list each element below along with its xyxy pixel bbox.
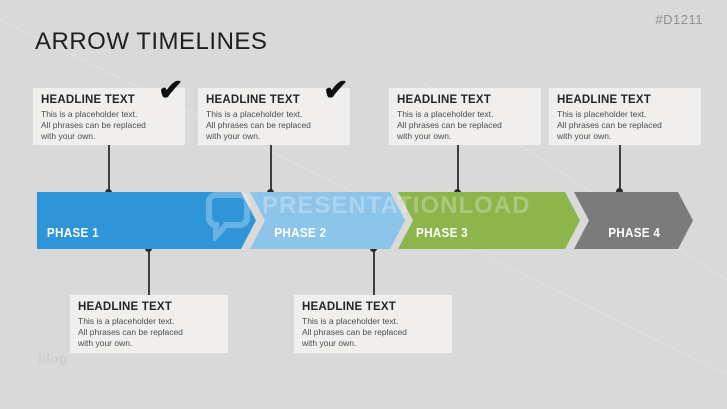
callout-headline: HEADLINE TEXT [302, 301, 396, 313]
callout-top-1[interactable]: ✔ HEADLINE TEXT This is a placeholder te… [33, 74, 185, 145]
phase-label: PHASE 1 [46, 225, 99, 240]
callout-headline: HEADLINE TEXT [78, 301, 172, 313]
check-icon[interactable]: ✔ [322, 73, 349, 108]
callout-headline: HEADLINE TEXT [557, 94, 651, 106]
connector-line [619, 145, 621, 192]
slide-title[interactable]: ARROW TIMELINES [35, 28, 268, 55]
callout-bottom-1[interactable]: HEADLINE TEXT This is a placeholder text… [70, 295, 228, 353]
callout-top-2[interactable]: ✔ HEADLINE TEXT This is a placeholder te… [198, 74, 350, 145]
callout-body: This is a placeholder text. All phrases … [397, 109, 502, 142]
callout-top-3[interactable]: ✔ HEADLINE TEXT This is a placeholder te… [389, 88, 541, 145]
phase-arrow-3[interactable]: PHASE 3 [398, 192, 580, 249]
phase-label: PHASE 2 [274, 225, 327, 240]
connector-line [270, 145, 272, 192]
callout-body: This is placeholder text. All phrases ca… [557, 109, 662, 142]
callout-headline: HEADLINE TEXT [41, 94, 135, 106]
phase-label: PHASE 3 [416, 225, 468, 240]
callout-body: This is a placeholder text. All phrases … [206, 109, 311, 142]
callout-body: This is a placeholder text. All phrases … [41, 109, 146, 142]
phase-arrow-4[interactable]: PHASE 4 [574, 192, 693, 249]
callout-body: This is a placeholder text. All phrases … [78, 316, 183, 349]
callout-body: This is a placeholder text. All phrases … [302, 316, 407, 349]
footer-watermark: blog [38, 351, 68, 366]
connector-line [457, 145, 459, 192]
phase-label: PHASE 4 [608, 225, 661, 240]
callout-headline: HEADLINE TEXT [206, 94, 300, 106]
connector-line [373, 249, 375, 295]
callout-top-4[interactable]: ✔ HEADLINE TEXT This is placeholder text… [549, 88, 701, 145]
callout-headline: HEADLINE TEXT [397, 94, 491, 106]
phase-arrow-1[interactable]: PHASE 1 [37, 192, 256, 249]
slide-code-badge: #D1211 [655, 12, 703, 27]
callout-bottom-2[interactable]: HEADLINE TEXT This is a placeholder text… [294, 295, 452, 353]
phase-arrow-2[interactable]: PHASE 2 [250, 192, 405, 249]
connector-line [148, 249, 150, 295]
connector-line [108, 145, 110, 192]
connector-dot [616, 188, 623, 195]
check-icon[interactable]: ✔ [157, 73, 184, 108]
